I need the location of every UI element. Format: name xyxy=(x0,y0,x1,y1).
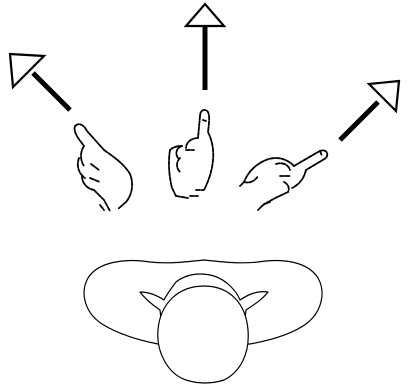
arrow-up-icon xyxy=(186,4,224,90)
head-outline xyxy=(158,286,248,383)
arrow-up-right-icon xyxy=(340,81,399,140)
hand-pointing-left-icon xyxy=(75,124,133,211)
arrow-up-left-icon xyxy=(10,54,70,110)
person-top-view-icon xyxy=(84,260,322,383)
hand-pointing-right-icon xyxy=(240,150,327,210)
hand-pointing-up-icon xyxy=(169,110,213,198)
